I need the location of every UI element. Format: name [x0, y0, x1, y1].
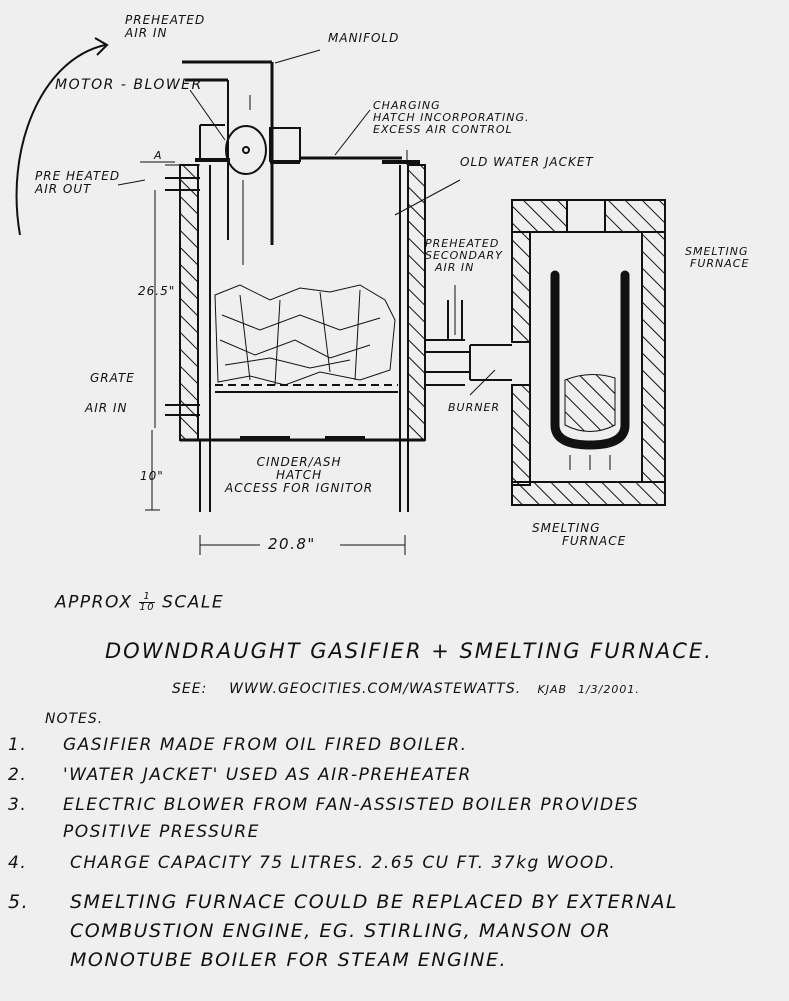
label-line: CHARGING: [373, 99, 441, 112]
label-line: SECONDARY: [425, 249, 503, 263]
scale-prefix: APPROX: [55, 592, 133, 613]
note-text: COMBUSTION ENGINE, EG. STIRLING, MANSON …: [70, 919, 612, 942]
label-line: CINDER/ASH: [256, 455, 342, 469]
note-text: CHARGE CAPACITY 75 LITRES. 2.65 CU FT. 3…: [70, 853, 617, 873]
note-text: ELECTRIC BLOWER FROM FAN-ASSISTED BOILER…: [63, 795, 640, 815]
label-line: SMELTING: [685, 245, 749, 258]
dimension-width: 20.8": [268, 535, 316, 553]
label-line: PRE HEATED: [35, 169, 121, 183]
wood-charge: [214, 284, 396, 386]
label-line: AIR IN: [125, 26, 168, 41]
scale-suffix: SCALE: [162, 592, 225, 613]
note-text: 'WATER JACKET' USED AS AIR-PREHEATER: [63, 765, 472, 785]
scale-denominator: 10: [139, 602, 156, 613]
label-manifold: MANIFOLD: [328, 31, 400, 45]
dimension-marker-a: A: [154, 149, 163, 162]
note-number: 4.: [8, 853, 28, 873]
notes-list: 1. GASIFIER MADE FROM OIL FIRED BOILER. 2…: [8, 736, 678, 971]
label-motor-blower: MOTOR - BLOWER: [55, 77, 203, 93]
label-air-in: AIR IN: [85, 401, 128, 415]
author: KJAB: [537, 683, 568, 696]
dimension-leg: 10": [140, 469, 164, 483]
note-text: POSITIVE PRESSURE: [63, 821, 260, 842]
note-item: 5. SMELTING FURNACE COULD BE REPLACED BY …: [8, 892, 678, 971]
label-line: AIR IN: [435, 261, 475, 275]
note-text: GASIFIER MADE FROM OIL FIRED BOILER.: [63, 735, 468, 755]
label-line: PREHEATED: [125, 13, 206, 27]
dimension-height: 26.5": [138, 284, 176, 298]
see-reference: SEE: WWW.GEOCITIES.COM/WASTEWATTS. KJAB …: [172, 681, 640, 697]
note-number: 5.: [8, 891, 30, 913]
scale-numerator: 1: [139, 592, 156, 603]
note-number: 2.: [8, 765, 28, 785]
label-line: AIR OUT: [35, 182, 92, 197]
page-title: DOWNDRAUGHT GASIFIER + SMELTING FURNACE.: [105, 639, 713, 663]
note-text: MONOTUBE BOILER FOR STEAM ENGINE.: [70, 948, 508, 971]
blower-icon: [225, 125, 267, 175]
label-old-water-jacket: OLD WATER JACKET: [460, 155, 594, 169]
label-line: EXCESS AIR CONTROL: [373, 123, 513, 137]
note-text: SMELTING FURNACE COULD BE REPLACED BY EX…: [70, 891, 679, 913]
see-label: SEE:: [172, 681, 208, 697]
note-item: 3. ELECTRIC BLOWER FROM FAN-ASSISTED BOIL…: [8, 796, 678, 854]
label-line: ACCESS FOR IGNITOR: [225, 481, 374, 496]
label-line: HATCH: [276, 468, 323, 483]
label-line: HATCH INCORPORATING.: [373, 111, 530, 125]
note-item: 2. 'WATER JACKET' USED AS AIR-PREHEATER: [8, 766, 678, 796]
notes-heading: NOTES.: [45, 711, 104, 727]
label-line: FURNACE: [562, 534, 627, 549]
crucible: [550, 270, 630, 450]
note-item: 1. GASIFIER MADE FROM OIL FIRED BOILER.: [8, 736, 678, 766]
label-grate: GRATE: [90, 371, 135, 385]
recirculation-arrow: [15, 44, 106, 236]
note-number: 3.: [8, 795, 28, 815]
see-url: WWW.GEOCITIES.COM/WASTEWATTS.: [229, 681, 522, 697]
note-item: 4. CHARGE CAPACITY 75 LITRES. 2.65 CU FT.…: [8, 854, 678, 892]
date: 1/3/2001.: [577, 683, 640, 696]
label-burner: BURNER: [448, 401, 501, 414]
note-number: 1.: [8, 735, 28, 755]
label-line: FURNACE: [690, 257, 750, 271]
label-line: PREHEATED: [425, 237, 500, 250]
label-line: SMELTING: [532, 521, 601, 535]
